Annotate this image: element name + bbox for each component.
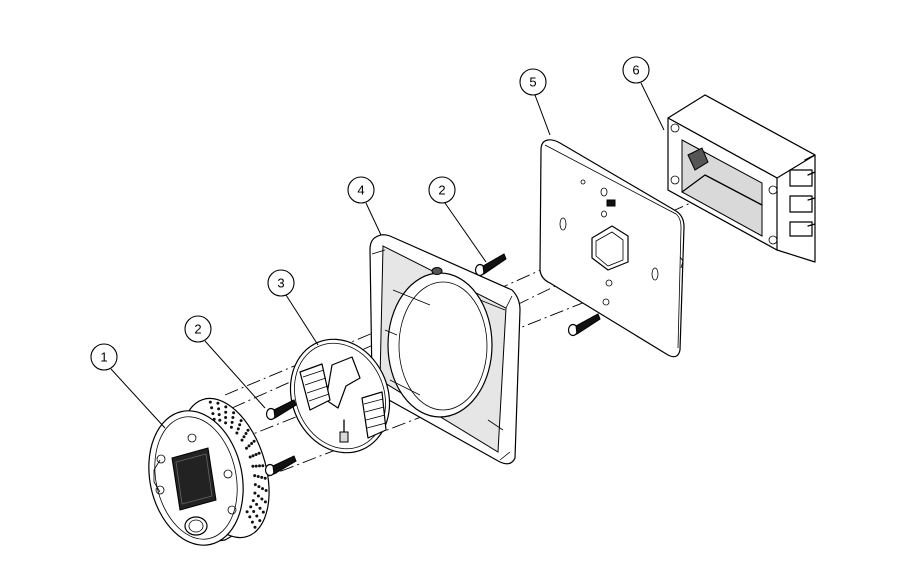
balloon-screw-top: 2 — [428, 176, 456, 204]
vent-hole — [246, 428, 250, 432]
vent-hole — [224, 405, 228, 409]
balloon-label: 5 — [529, 75, 536, 90]
screw-plate — [567, 313, 601, 337]
vent-hole — [251, 454, 255, 458]
vent-hole — [251, 499, 255, 503]
vent-hole — [253, 483, 257, 487]
vent-hole — [264, 489, 268, 492]
backplate — [289, 338, 391, 454]
balloon-label: 6 — [632, 63, 639, 78]
balloon-label: 2 — [194, 322, 201, 337]
vent-hole — [253, 525, 257, 529]
balloon-electrical-box: 6 — [622, 56, 650, 84]
balloon-label: 2 — [438, 183, 445, 198]
vent-hole — [257, 451, 261, 455]
vent-hole — [260, 497, 264, 501]
vent-hole — [255, 502, 259, 506]
leader-lines — [110, 82, 665, 429]
vent-hole — [239, 419, 243, 423]
vent-hole — [249, 505, 253, 509]
screw-left-lower — [264, 455, 297, 477]
vent-hole — [248, 515, 252, 519]
electrical-box — [667, 94, 816, 263]
vent-hole — [236, 427, 240, 431]
screw-left-upper — [265, 399, 297, 421]
vent-hole — [242, 435, 246, 439]
vent-hole — [258, 506, 262, 510]
vent-hole — [218, 418, 222, 422]
vent-hole — [253, 491, 257, 495]
trim-frame — [369, 234, 521, 465]
vent-hole — [229, 425, 233, 429]
vent-hole — [252, 439, 256, 443]
vent-hole — [217, 407, 221, 411]
screw-group — [264, 253, 601, 477]
callout-balloons: 1 2 2 3 4 5 6 — [90, 56, 650, 371]
vent-hole — [247, 444, 251, 448]
vent-hole — [245, 446, 248, 450]
vent-hole — [235, 431, 239, 435]
vent-hole — [263, 476, 267, 480]
vent-hole — [217, 413, 221, 417]
vent-hole — [248, 455, 252, 459]
vent-hole — [250, 520, 254, 524]
vent-hole — [250, 442, 254, 445]
balloon-trim-frame: 4 — [347, 176, 375, 204]
screw-top — [474, 253, 507, 277]
vent-hole — [257, 485, 261, 489]
vent-hole — [210, 406, 214, 410]
vent-hole — [224, 416, 228, 419]
vent-hole — [240, 438, 244, 442]
balloon-screw-left: 2 — [184, 315, 212, 343]
vent-hole — [232, 411, 236, 415]
vent-hole — [260, 475, 264, 479]
balloon-label: 4 — [357, 183, 364, 198]
perforated-vents — [208, 400, 268, 529]
vent-hole — [263, 500, 267, 504]
vent-hole — [224, 421, 228, 425]
vent-hole — [230, 420, 234, 424]
vent-hole — [216, 401, 220, 405]
wall-plate — [539, 139, 685, 358]
vent-hole — [252, 510, 256, 513]
vent-hole — [261, 464, 265, 468]
vent-hole — [208, 400, 212, 404]
vent-hole — [231, 416, 235, 419]
vent-hole — [261, 487, 264, 491]
vent-hole — [258, 519, 262, 523]
vent-hole — [253, 474, 257, 478]
balloon-label: 1 — [100, 350, 107, 365]
vent-hole — [245, 510, 249, 514]
vent-hole — [224, 410, 228, 414]
vent-hole — [256, 494, 260, 498]
vent-hole — [254, 453, 258, 456]
balloon-label: 3 — [277, 276, 284, 291]
vent-hole — [211, 412, 215, 416]
balloon-backplate: 3 — [267, 269, 295, 297]
vent-hole — [255, 514, 259, 518]
balloon-thermostat: 1 — [90, 343, 118, 371]
vent-hole — [238, 423, 242, 427]
vent-hole — [251, 464, 255, 468]
vent-hole — [261, 510, 265, 514]
vent-hole — [254, 464, 258, 468]
thermostat — [148, 397, 270, 546]
vent-hole — [258, 464, 261, 468]
vent-hole — [256, 475, 260, 478]
balloon-wall-plate: 5 — [519, 68, 547, 96]
vent-hole — [244, 432, 248, 435]
